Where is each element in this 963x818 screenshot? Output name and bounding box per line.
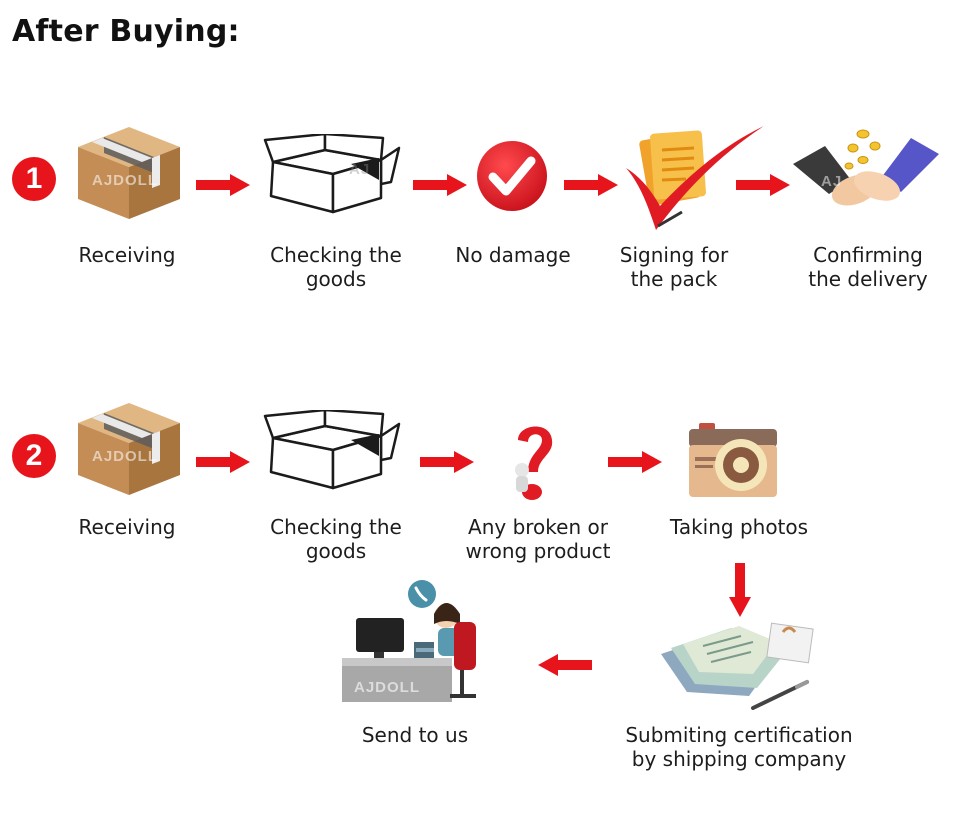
cardboard-box-icon: AJDOLL bbox=[74, 113, 184, 223]
handshake-icon: AJ bbox=[793, 124, 939, 224]
question-mark-icon bbox=[504, 418, 564, 504]
right-arrow-icon bbox=[420, 451, 474, 473]
customer-service-icon: AJDOLL bbox=[342, 578, 488, 712]
step-label: No damage bbox=[455, 243, 571, 267]
step-label: Receiving bbox=[78, 515, 176, 539]
signed-document-icon bbox=[622, 122, 766, 234]
right-arrow-icon bbox=[736, 174, 790, 196]
watermark-text: AJDOLL bbox=[354, 679, 420, 696]
red-checkmark-icon bbox=[475, 139, 549, 213]
svg-text:AJ: AJ bbox=[349, 161, 370, 178]
step-badge-2: 2 bbox=[12, 434, 56, 478]
right-arrow-icon bbox=[564, 174, 618, 196]
step-label: Checking the goods bbox=[270, 243, 402, 291]
svg-text:AJ: AJ bbox=[821, 173, 842, 190]
right-arrow-icon bbox=[608, 451, 662, 473]
open-box-icon bbox=[263, 410, 403, 492]
watermark-text: AJDOLL bbox=[92, 448, 158, 465]
shipping-documents-icon bbox=[657, 622, 817, 710]
camera-icon bbox=[689, 423, 777, 499]
step-label: Confirming the delivery bbox=[808, 243, 928, 291]
step-label: Taking photos bbox=[669, 515, 809, 539]
step-label: Any broken or wrong product bbox=[465, 515, 611, 563]
step-label: Submiting certification by shipping comp… bbox=[625, 723, 853, 771]
cardboard-box-icon: AJDOLL bbox=[74, 389, 184, 499]
step-label: Signing for the pack bbox=[619, 243, 729, 291]
step-label: Receiving bbox=[78, 243, 176, 267]
right-arrow-icon bbox=[413, 174, 467, 196]
watermark-text: AJDOLL bbox=[92, 172, 158, 189]
step-label: Send to us bbox=[361, 723, 469, 747]
right-arrow-icon bbox=[196, 451, 250, 473]
step-badge-1: 1 bbox=[12, 157, 56, 201]
page-title: After Buying: bbox=[12, 14, 240, 49]
down-arrow-icon bbox=[729, 563, 751, 617]
open-box-icon: AJ bbox=[263, 134, 403, 216]
right-arrow-icon bbox=[196, 174, 250, 196]
step-label: Checking the goods bbox=[270, 515, 402, 563]
left-arrow-icon bbox=[538, 654, 592, 676]
